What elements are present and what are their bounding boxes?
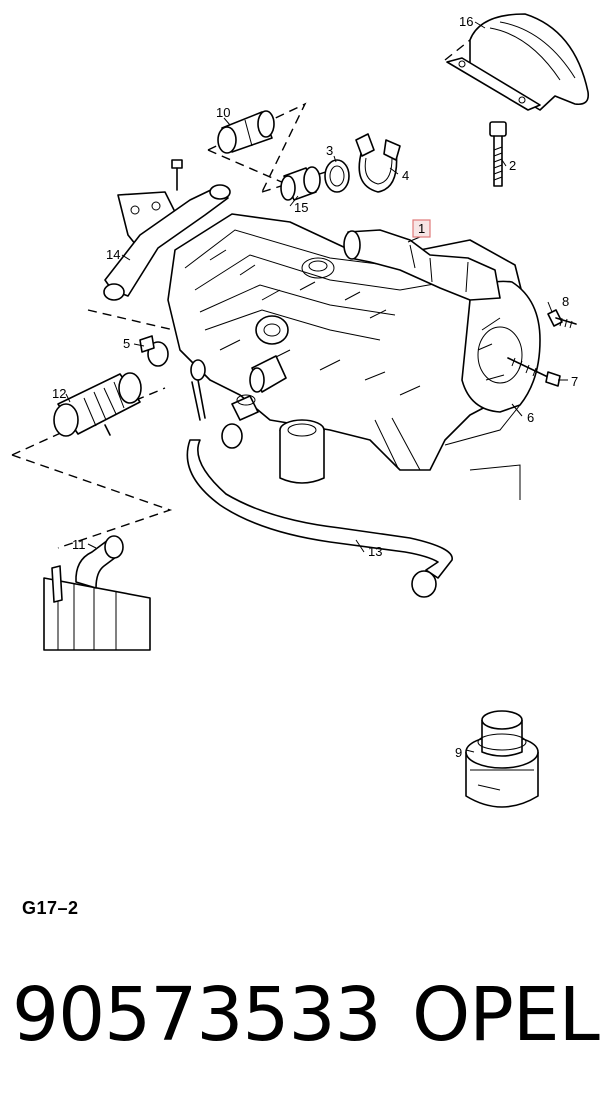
corrugated-hose-12[interactable] [53, 372, 142, 437]
engine-parts-diagram: 1 2 3 4 5 6 7 8 9 10 11 12 13 14 15 16 [11, 13, 590, 808]
diagram-code: G17–2 [22, 898, 79, 918]
sensor-part[interactable] [231, 394, 259, 421]
radiator-pipe-11[interactable] [75, 535, 124, 589]
callout-2[interactable]: 2 [509, 158, 516, 173]
callout-14[interactable]: 14 [106, 247, 120, 262]
callout-5[interactable]: 5 [123, 336, 130, 351]
oil-filter-9[interactable] [465, 710, 539, 808]
dipstick-tube[interactable] [190, 359, 206, 421]
callout-7[interactable]: 7 [571, 374, 578, 389]
brand-name: OPEL [412, 972, 600, 1058]
callout-leader-lines [65, 21, 568, 753]
small-pin [104, 424, 111, 436]
hose-clip-5[interactable] [139, 335, 169, 367]
callout-15[interactable]: 15 [294, 200, 308, 215]
bolt-7[interactable] [507, 357, 561, 387]
callout-8[interactable]: 8 [562, 294, 569, 309]
radiator-11 [43, 565, 151, 651]
callout-12[interactable]: 12 [52, 386, 66, 401]
seal-ring-3[interactable] [324, 159, 350, 193]
callout-10[interactable]: 10 [216, 105, 230, 120]
heat-shield-16[interactable] [446, 13, 590, 111]
hose-13[interactable] [186, 423, 453, 598]
callout-13[interactable]: 13 [368, 544, 382, 559]
callout-16[interactable]: 16 [459, 14, 473, 29]
callout-1[interactable]: 1 [418, 221, 425, 236]
bolt-top-left[interactable] [171, 159, 183, 191]
callout-11[interactable]: 11 [72, 537, 86, 552]
pipe-10[interactable] [217, 110, 275, 154]
callout-6[interactable]: 6 [527, 410, 534, 425]
fitting-15[interactable] [280, 166, 321, 201]
callout-9[interactable]: 9 [455, 745, 462, 760]
bolt-8[interactable] [547, 309, 577, 329]
callout-1-highlight[interactable] [412, 219, 431, 238]
intake-pipe-1[interactable] [343, 229, 501, 301]
callout-3[interactable]: 3 [326, 143, 333, 158]
thermostat-housing[interactable] [249, 315, 289, 393]
callout-4[interactable]: 4 [402, 168, 409, 183]
clamp-4[interactable] [355, 133, 401, 193]
part-number: 90573533 [12, 972, 382, 1058]
coolant-pipe-14[interactable] [103, 184, 231, 301]
bolt-2[interactable] [489, 121, 507, 187]
turbo-housing-6[interactable] [461, 280, 541, 413]
oil-filter-mounted [279, 419, 325, 484]
